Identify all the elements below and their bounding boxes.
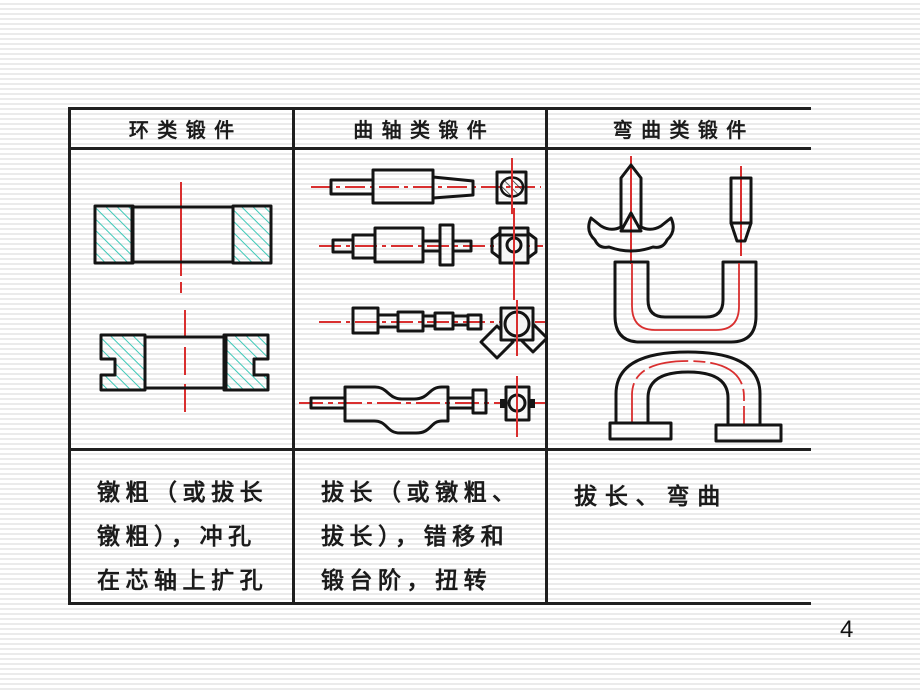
- header-crankshaft-forgings-label: 曲轴类锻件: [353, 120, 496, 142]
- header-ring-forgings-label: 环类锻件: [128, 120, 243, 142]
- header-crankshaft-forgings: 曲轴类锻件: [295, 107, 548, 150]
- crankshaft-drawing: [299, 376, 545, 437]
- ring-section-grooved: [99, 310, 270, 416]
- arch-forging: [608, 350, 783, 443]
- description-line: 镦粗（或拔长: [97, 480, 269, 505]
- ring-forgings-description: 镦粗（或拔长 镦粗），冲孔 在芯轴上扩孔: [71, 448, 295, 605]
- header-bent-forgings: 弯曲类锻件: [548, 107, 811, 150]
- description-line: 锻台阶，扭转: [321, 568, 493, 593]
- bent-forgings-description: 拔长、弯曲: [548, 448, 811, 605]
- crankshaft-forgings-drawing-cell: [295, 150, 548, 448]
- ring-forgings-drawing-cell: [71, 150, 295, 448]
- page-number: 4: [840, 616, 854, 643]
- crankshaft-forgings-description: 拔长（或镦粗、 拔长），错移和 锻台阶，扭转: [295, 448, 548, 605]
- description-line: 拔长、弯曲: [574, 484, 729, 509]
- header-bent-forgings-label: 弯曲类锻件: [612, 120, 755, 142]
- crankshaft-forgings-drawing: [299, 158, 548, 437]
- description-line: 拔长），错移和: [321, 524, 510, 549]
- anchor-forging: [587, 156, 675, 264]
- description-line: 拔长（或镦粗、: [321, 480, 521, 505]
- u-channel-forging: [613, 260, 758, 344]
- header-ring-forgings: 环类锻件: [71, 107, 295, 150]
- bent-forgings-drawing: [587, 156, 783, 443]
- forging-types-table: 环类锻件 曲轴类锻件 弯曲类锻件: [68, 107, 811, 605]
- pin-forging: [729, 166, 753, 256]
- multi-step-shaft: [319, 300, 548, 360]
- ring-forgings-drawing: [93, 182, 273, 416]
- description-line: 镦粗），冲孔: [97, 524, 257, 549]
- bent-forgings-drawing-cell: [548, 150, 811, 448]
- ring-section-plain: [93, 182, 273, 293]
- stepped-shaft-2: [319, 208, 543, 300]
- description-line: 在芯轴上扩孔: [97, 568, 269, 593]
- stepped-shaft-1: [311, 158, 541, 214]
